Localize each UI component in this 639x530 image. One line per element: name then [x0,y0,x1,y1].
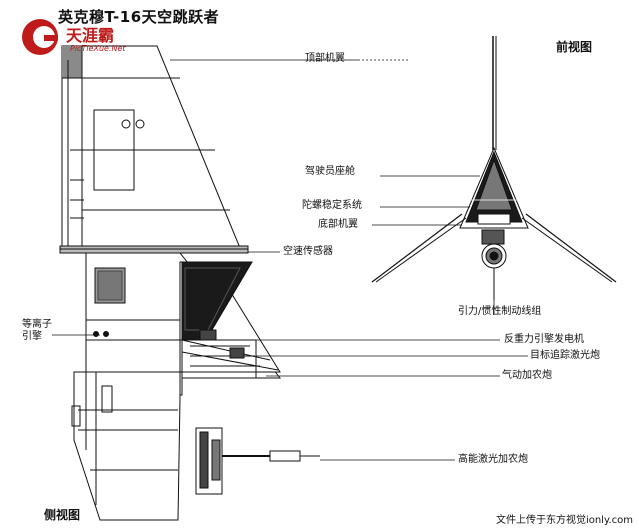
label-grav-control: 引力/惯性制动线组 [458,306,542,317]
label-ion-engine-1: 等离子 [22,319,52,330]
side-bottom-wing [71,371,181,521]
front-view-label: 前视图 [556,40,593,54]
label-airspeed-sensor: 空速传感器 [283,246,333,257]
side-view-label: 侧视图 [44,508,81,522]
label-ion-engine-2: 引擎 [22,331,42,342]
diagram-title: 英克穆T-16天空跳跃者 [58,8,220,26]
side-top-wing [61,45,241,249]
label-repulsor: 反重力引擎发电机 [504,334,584,345]
side-power-laser [195,427,320,495]
logo-subtext: PicTieXue.Net [70,44,126,53]
logo-g-icon [22,19,58,55]
watermark: 文件上传于东方视觉ionly.com [495,511,633,526]
front-view-ship [371,36,617,300]
label-gyro: 陀螺稳定系统 [302,200,362,211]
label-power-laser: 高能激光加农炮 [458,454,528,465]
label-pneumatic: 气动加农炮 [502,370,552,381]
leader-lines [52,59,528,461]
logo-text: 天涯霸 [66,26,115,45]
label-top-wing: 顶部机翼 [305,53,345,64]
label-cockpit: 驾驶员座舱 [305,166,355,177]
label-bottom-wing: 底部机翼 [318,219,358,230]
label-target-laser: 目标追踪激光炮 [530,350,600,361]
